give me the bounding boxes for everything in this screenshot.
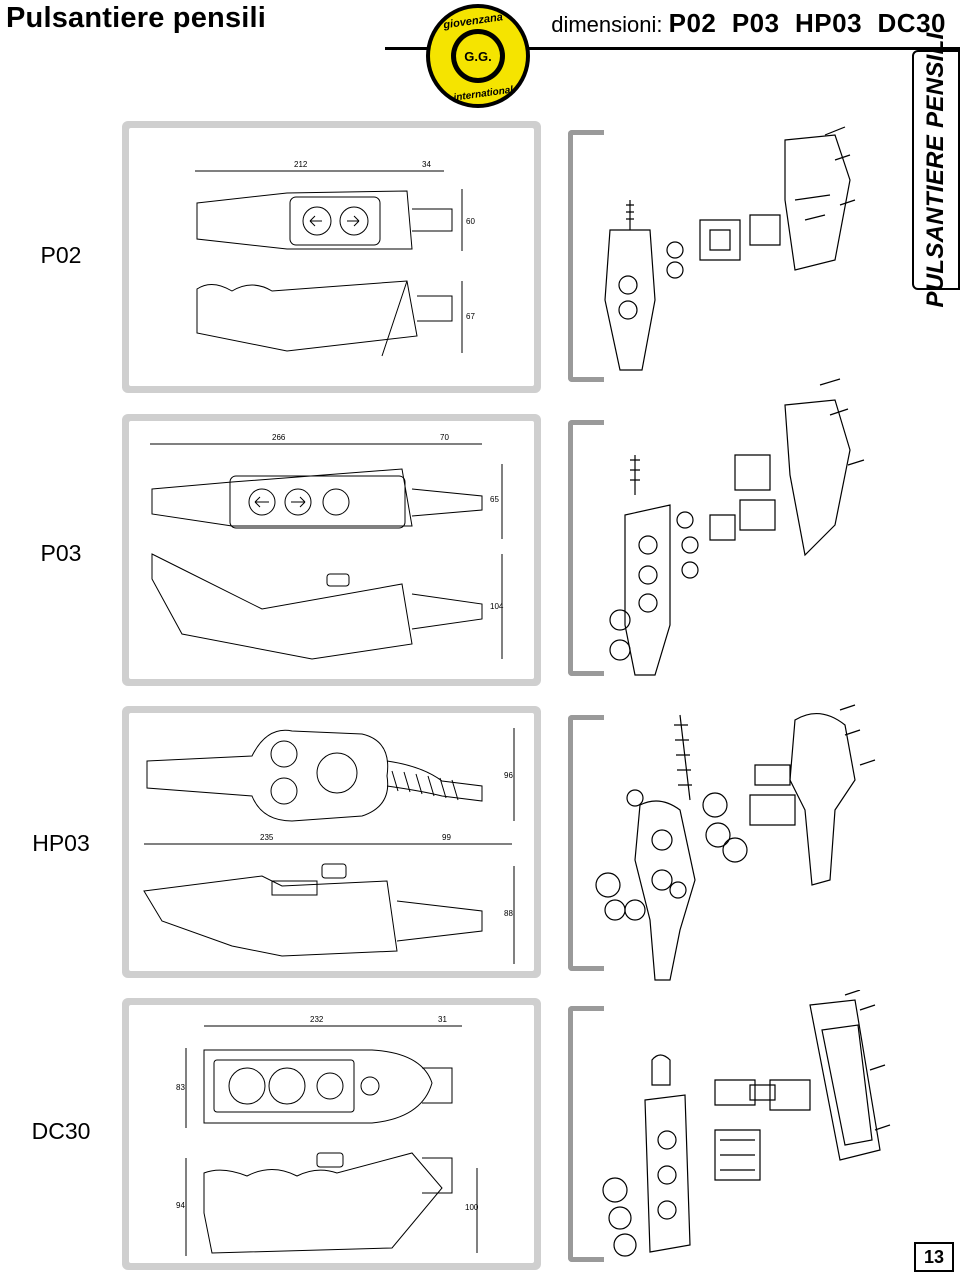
svg-text:34: 34 [422,160,431,169]
bracket-p02 [568,130,604,382]
dc30-dimension-drawing: 232 31 83 94 100 [176,1015,479,1256]
svg-text:67: 67 [466,312,475,321]
svg-text:266: 266 [272,433,286,442]
drawing-frame-dc30: 232 31 83 94 100 [122,998,541,1270]
svg-text:99: 99 [442,833,451,842]
svg-text:96: 96 [504,771,513,780]
section-side-tab: PULSANTIERE PENSILI [912,32,960,308]
drawing-frame-hp03: 96 235 99 88 [122,706,541,978]
row-label-hp03: HP03 [32,830,90,856]
dc30-exploded-view [602,990,891,1257]
p03-exploded-view [609,378,865,676]
svg-text:94: 94 [176,1201,185,1210]
svg-text:232: 232 [310,1015,324,1024]
p03-dimension-drawing: 266 70 65 104 [150,433,504,660]
row-label-p02: P02 [40,242,82,268]
bracket-p03 [568,420,604,676]
svg-text:31: 31 [438,1015,447,1024]
svg-text:65: 65 [490,495,499,504]
page-title: Pulsantiere pensili [6,2,267,34]
svg-text:70: 70 [440,433,449,442]
dimensions-header: dimensioni: P02 P03 HP03 DC30 [551,8,946,39]
p02-exploded-view [604,126,856,371]
svg-text:235: 235 [260,833,274,842]
bracket-hp03 [568,715,604,971]
drawing-frame-p02: 212 34 60 67 [122,121,541,393]
page-number: 13 [914,1242,954,1272]
company-logo: giovenzana G.G. international [426,4,530,108]
svg-text:104: 104 [490,602,504,611]
dimensions-label: dimensioni: [551,12,663,37]
hp03-dimension-drawing: 96 235 99 88 [143,728,515,964]
svg-text:100: 100 [465,1203,479,1212]
svg-text:88: 88 [504,909,513,918]
bracket-dc30 [568,1006,604,1262]
row-label-dc30: DC30 [31,1118,91,1144]
header-rule [385,47,960,50]
svg-text:83: 83 [176,1083,185,1092]
svg-text:G.G.: G.G. [464,49,491,64]
row-label-p03: P03 [40,540,82,566]
p02-dimension-drawing: 212 34 60 67 [195,160,475,357]
svg-text:60: 60 [466,217,475,226]
hp03-exploded-view [595,704,876,981]
drawing-frame-p03: 266 70 65 104 [122,414,541,686]
svg-text:212: 212 [294,160,308,169]
models-list: P02 P03 HP03 DC30 [668,8,946,38]
